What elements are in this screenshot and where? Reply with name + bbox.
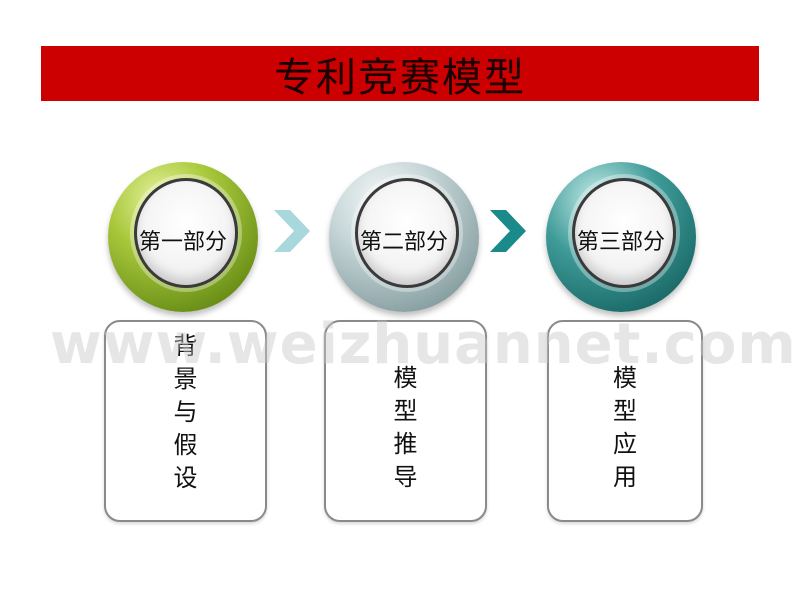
text-char: 型 xyxy=(393,397,418,425)
section-text-2: 模 型 推 导 xyxy=(326,362,485,494)
section-box-2: 模 型 推 导 xyxy=(324,320,487,522)
text-char: 推 xyxy=(393,430,418,458)
section-label-3: 第三部分 xyxy=(576,230,665,255)
section-box-1: 背 景 与 假 设 xyxy=(104,320,267,522)
text-char: 模 xyxy=(613,364,637,392)
text-char: 设 xyxy=(173,464,198,492)
section-label-1: 第一部分 xyxy=(138,230,227,255)
text-char: 用 xyxy=(613,463,637,491)
section-circle-2[interactable]: 第二部分 xyxy=(329,162,479,312)
text-char: 背 xyxy=(173,332,198,360)
circle-inner-3 xyxy=(572,178,676,288)
circle-inner-2 xyxy=(355,178,459,288)
text-char: 景 xyxy=(173,365,198,393)
text-char: 型 xyxy=(613,397,637,425)
text-char: 模 xyxy=(393,364,418,392)
chevron-right-icon xyxy=(490,210,526,252)
section-box-3: 模 型 应 用 xyxy=(547,320,703,522)
text-char: 假 xyxy=(173,431,198,459)
circle-inner-1 xyxy=(134,178,238,288)
section-circle-1[interactable]: 第一部分 xyxy=(108,162,258,312)
section-circle-3[interactable]: 第三部分 xyxy=(546,162,696,312)
text-char: 与 xyxy=(173,398,198,426)
page-title: 专利竞赛模型 xyxy=(274,54,526,101)
section-text-3: 模 型 应 用 xyxy=(549,362,701,494)
text-char: 应 xyxy=(613,430,637,458)
title-bar: 专利竞赛模型 xyxy=(41,46,759,101)
text-char: 导 xyxy=(393,463,418,491)
section-text-1: 背 景 与 假 设 xyxy=(106,330,265,495)
section-label-2: 第二部分 xyxy=(359,230,448,255)
chevron-right-icon xyxy=(274,210,310,252)
